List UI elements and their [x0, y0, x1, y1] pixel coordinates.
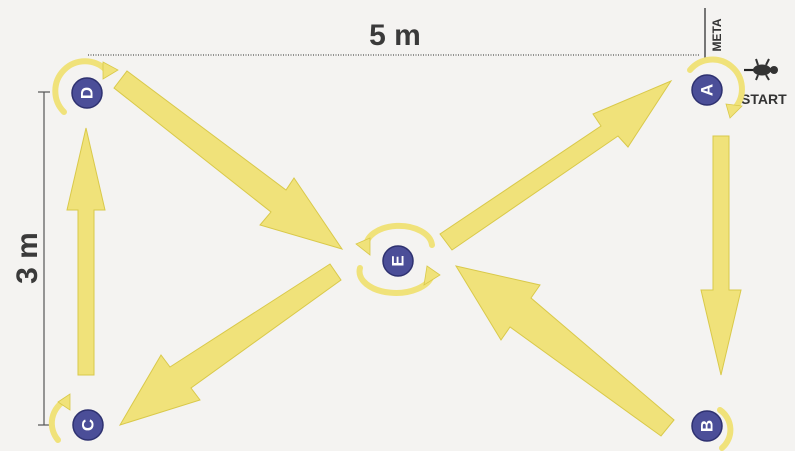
- turn-arrow-b: [717, 407, 734, 451]
- node-e: E: [382, 245, 414, 277]
- arrows-group: [66, 70, 742, 437]
- turn-arrowhead-e-top: [355, 237, 371, 256]
- turn-arrowhead-a: [725, 103, 743, 119]
- turn-arrowhead-d: [102, 61, 119, 80]
- node-e-label: E: [389, 255, 408, 266]
- arrow-e-to-a: [439, 79, 673, 251]
- node-c: C: [72, 409, 104, 441]
- runner-icon: [744, 58, 778, 81]
- arrow-b-to-e: [454, 265, 675, 437]
- turn-arrow-a: [687, 56, 745, 111]
- node-b: B: [691, 410, 723, 442]
- node-a-label: A: [698, 84, 717, 96]
- turn-arrowhead-c: [57, 393, 71, 411]
- turn-arrow-e-top: [362, 222, 435, 251]
- node-b-label: B: [698, 420, 717, 432]
- meta-label: META: [710, 18, 724, 51]
- width-label: 5 m: [369, 19, 421, 52]
- height-label: 3 m: [11, 232, 44, 284]
- arrow-c-to-d: [66, 127, 106, 376]
- node-a: A: [691, 74, 723, 106]
- start-label: START: [741, 91, 787, 107]
- arrow-e-to-c: [118, 263, 342, 426]
- node-c-label: C: [79, 419, 98, 431]
- node-d: D: [71, 77, 103, 109]
- arrow-a-to-b: [700, 135, 742, 376]
- arrow-d-to-e: [113, 70, 344, 250]
- node-d-label: D: [78, 87, 97, 99]
- turn-arrowhead-e-bottom: [423, 265, 441, 286]
- turn-arrow-d: [52, 58, 109, 115]
- turn-arrowheads: [57, 61, 743, 411]
